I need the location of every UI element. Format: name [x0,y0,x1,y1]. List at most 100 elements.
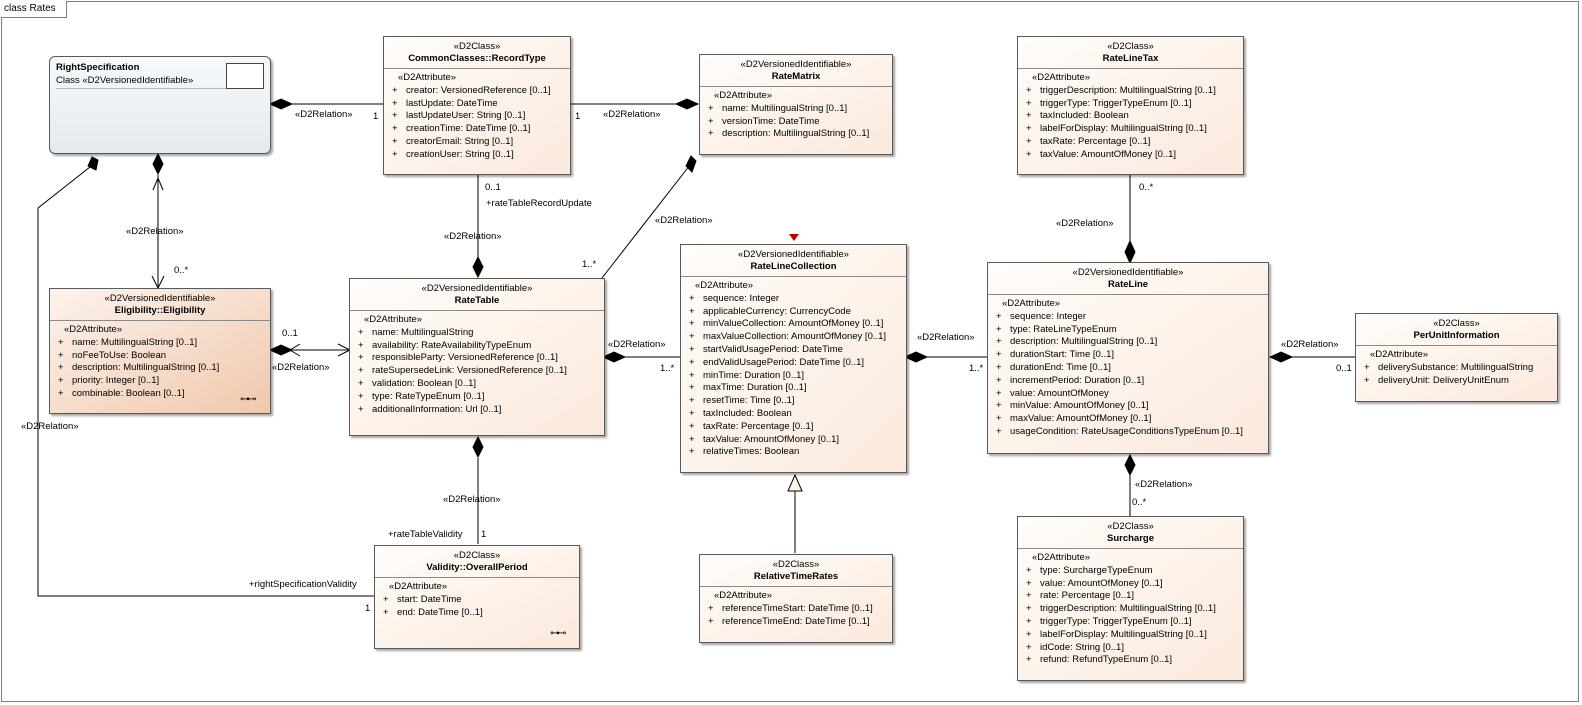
attribute-row[interactable]: +description: MultilingualString [0..1] [704,128,888,141]
attribute-row[interactable]: +triggerDescription: MultilingualString … [1022,603,1239,616]
attribute-row[interactable]: +rate: Percentage [0..1] [1022,590,1239,603]
connector-rightspec-overallperiod[interactable] [37,166,374,597]
attribute-row[interactable]: +triggerType: TriggerTypeEnum [0..1] [1022,616,1239,629]
attribute-text: durationEnd: Time [0..1] [1010,361,1111,373]
attribute-row[interactable]: +triggerType: TriggerTypeEnum [0..1] [1022,98,1239,111]
attribute-row[interactable]: +taxValue: AmountOfMoney [0..1] [685,434,902,447]
attribute-row[interactable]: +resetTime: Time [0..1] [685,395,902,408]
attribute-row[interactable]: +responsibleParty: VersionedReference [0… [354,352,600,365]
attribute-row[interactable]: +type: SurchargeTypeEnum [1022,565,1239,578]
attribute-row[interactable]: +durationEnd: Time [0..1] [992,362,1264,375]
attribute-row[interactable]: +creationTime: DateTime [0..1] [388,123,566,136]
attribute-row[interactable]: +description: MultilingualString [0..1] [54,362,266,375]
attribute-row[interactable]: +availability: RateAvailabilityTypeEnum [354,340,600,353]
attribute-row[interactable]: +labelForDisplay: MultilingualString [0.… [1022,123,1239,136]
attribute-row[interactable]: +creator: VersionedReference [0..1] [388,85,566,98]
class-right-specification[interactable]: RightSpecification Class «D2VersionedIde… [49,56,271,154]
diamond-ratematrix-recordtype [674,98,700,110]
visibility-marker: + [708,115,714,127]
attribute-row[interactable]: +sequence: Integer [992,311,1264,324]
class-rate-line-tax[interactable]: «D2Class»RateLineTax«D2Attribute»+trigge… [1017,36,1244,175]
visibility-marker: + [689,343,695,355]
attribute-row[interactable]: +additionalInformation: Url [0..1] [354,404,600,417]
attribute-row[interactable]: +durationStart: Time [0..1] [992,349,1264,362]
visibility-marker: + [689,382,695,394]
attribute-row[interactable]: +name: MultilingualString [354,327,600,340]
attribute-row[interactable]: +lastUpdate: DateTime [388,98,566,111]
attribute-row[interactable]: +relativeTimes: Boolean [685,446,902,459]
attribute-row[interactable]: +rateSupersedeLink: VersionedReference [… [354,365,600,378]
class-relative-time-rates[interactable]: «D2Class»RelativeTimeRates«D2Attribute»+… [699,554,893,643]
attribute-row[interactable]: +lastUpdateUser: String [0..1] [388,110,566,123]
class-rate-table[interactable]: «D2VersionedIdentifiable»RateTable«D2Att… [349,278,605,436]
visibility-marker: + [1026,135,1032,147]
attribute-row[interactable]: +type: RateLineTypeEnum [992,324,1264,337]
diamond-ratelinecollection-right [903,351,929,363]
attribute-text: resetTime: Time [0..1] [703,395,795,407]
attribute-text: name: MultilingualString [372,326,474,338]
attribute-row[interactable]: +minValueCollection: AmountOfMoney [0..1… [685,318,902,331]
attribute-row[interactable]: +deliverySubstance: MultilingualString [1360,362,1553,375]
attribute-row[interactable]: +name: MultilingualString [0..1] [704,103,888,116]
attribute-row[interactable]: +taxIncluded: Boolean [1022,110,1239,123]
attribute-row[interactable]: +idCode: String [0..1] [1022,642,1239,655]
attribute-row[interactable]: +sequence: Integer [685,293,902,306]
attribute-row[interactable]: +value: AmountOfMoney [0..1] [1022,578,1239,591]
attribute-row[interactable]: +priority: Integer [0..1] [54,375,266,388]
attribute-row[interactable]: +incrementPeriod: Duration [0..1] [992,375,1264,388]
attribute-row[interactable]: +referenceTimeEnd: DateTime [0..1] [704,616,888,629]
class-per-unit-information[interactable]: «D2Class»PerUnitInformation«D2Attribute»… [1355,313,1558,402]
attribute-row[interactable]: +combinable: Boolean [0..1] [54,388,266,401]
attribute-row[interactable]: +noFeeToUse: Boolean [54,350,266,363]
multiplicity-label: 0..1 [282,328,298,339]
connector-ratematrix-ratetable[interactable] [601,164,691,279]
relation-label: «D2Relation» [655,215,713,226]
attribute-row[interactable]: +labelForDisplay: MultilingualString [0.… [1022,629,1239,642]
attribute-row[interactable]: +taxValue: AmountOfMoney [0..1] [1022,149,1239,162]
attribute-row[interactable]: +taxRate: Percentage [0..1] [685,421,902,434]
attribute-row[interactable]: +taxRate: Percentage [0..1] [1022,136,1239,149]
class-name: RelativeTimeRates [753,571,839,582]
attribute-text: endValidUsagePeriod: DateTime [0..1] [703,356,865,368]
attribute-row[interactable]: +type: RateTypeEnum [0..1] [354,391,600,404]
class-overall-period[interactable]: «D2Class»Validity::OverallPeriod«D2Attri… [374,545,580,649]
attribute-row[interactable]: +deliveryUnit: DeliveryUnitEnum [1360,375,1553,388]
attribute-row[interactable]: +usageCondition: RateUsageConditionsType… [992,426,1264,439]
attribute-row[interactable]: +referenceTimeStart: DateTime [0..1] [704,603,888,616]
class-attributes: «D2Attribute»+deliverySubstance: Multili… [1356,346,1557,389]
attribute-row[interactable]: +minValue: AmountOfMoney [0..1] [992,400,1264,413]
attribute-row[interactable]: +taxIncluded: Boolean [685,408,902,421]
attribute-row[interactable]: +maxTime: Duration [0..1] [685,382,902,395]
class-rate-matrix[interactable]: «D2VersionedIdentifiable»RateMatrix«D2At… [699,54,893,155]
attribute-row[interactable]: +startValidUsagePeriod: DateTime [685,344,902,357]
class-rate-line[interactable]: «D2VersionedIdentifiable»RateLine«D2Attr… [987,262,1269,454]
class-stereotype: «D2VersionedIdentifiable» [104,293,216,304]
visibility-marker: + [1026,148,1032,160]
visibility-marker: + [358,365,364,377]
attribute-row[interactable]: +end: DateTime [0..1] [379,607,575,620]
multiplicity-label: 1..* [660,363,675,374]
attribute-row[interactable]: +minTime: Duration [0..1] [685,370,902,383]
attribute-text: type: RateTypeEnum [0..1] [372,390,485,402]
attribute-row[interactable]: +start: DateTime [379,594,575,607]
class-surcharge[interactable]: «D2Class»Surcharge«D2Attribute»+type: Su… [1017,516,1244,681]
class-record-type[interactable]: «D2Class»CommonClasses::RecordType«D2Att… [383,36,571,175]
attribute-row[interactable]: +name: MultilingualString [0..1] [54,337,266,350]
attribute-row[interactable]: +validation: Boolean [0..1] [354,378,600,391]
attribute-row[interactable]: +creationUser: String [0..1] [388,149,566,162]
attribute-row[interactable]: +creatorEmail: String [0..1] [388,136,566,149]
attribute-text: deliveryUnit: DeliveryUnitEnum [1378,374,1509,386]
relation-label: «D2Relation» [1056,218,1114,229]
class-name: RateLineCollection [750,261,837,272]
attribute-row[interactable]: +applicableCurrency: CurrencyCode [685,306,902,319]
attribute-row[interactable]: +versionTime: DateTime [704,116,888,129]
attribute-row[interactable]: +endValidUsagePeriod: DateTime [0..1] [685,357,902,370]
attribute-row[interactable]: +description: MultilingualString [0..1] [992,336,1264,349]
attribute-row[interactable]: +maxValueCollection: AmountOfMoney [0..1… [685,331,902,344]
attribute-row[interactable]: +maxValue: AmountOfMoney [0..1] [992,413,1264,426]
attribute-row[interactable]: +value: AmountOfMoney [992,388,1264,401]
attribute-row[interactable]: +refund: RefundTypeEnum [0..1] [1022,654,1239,667]
class-rate-line-collection[interactable]: «D2VersionedIdentifiable»RateLineCollect… [680,244,907,473]
attribute-row[interactable]: +triggerDescription: MultilingualString … [1022,85,1239,98]
class-eligibility[interactable]: «D2VersionedIdentifiable»Eligibility::El… [49,288,271,414]
